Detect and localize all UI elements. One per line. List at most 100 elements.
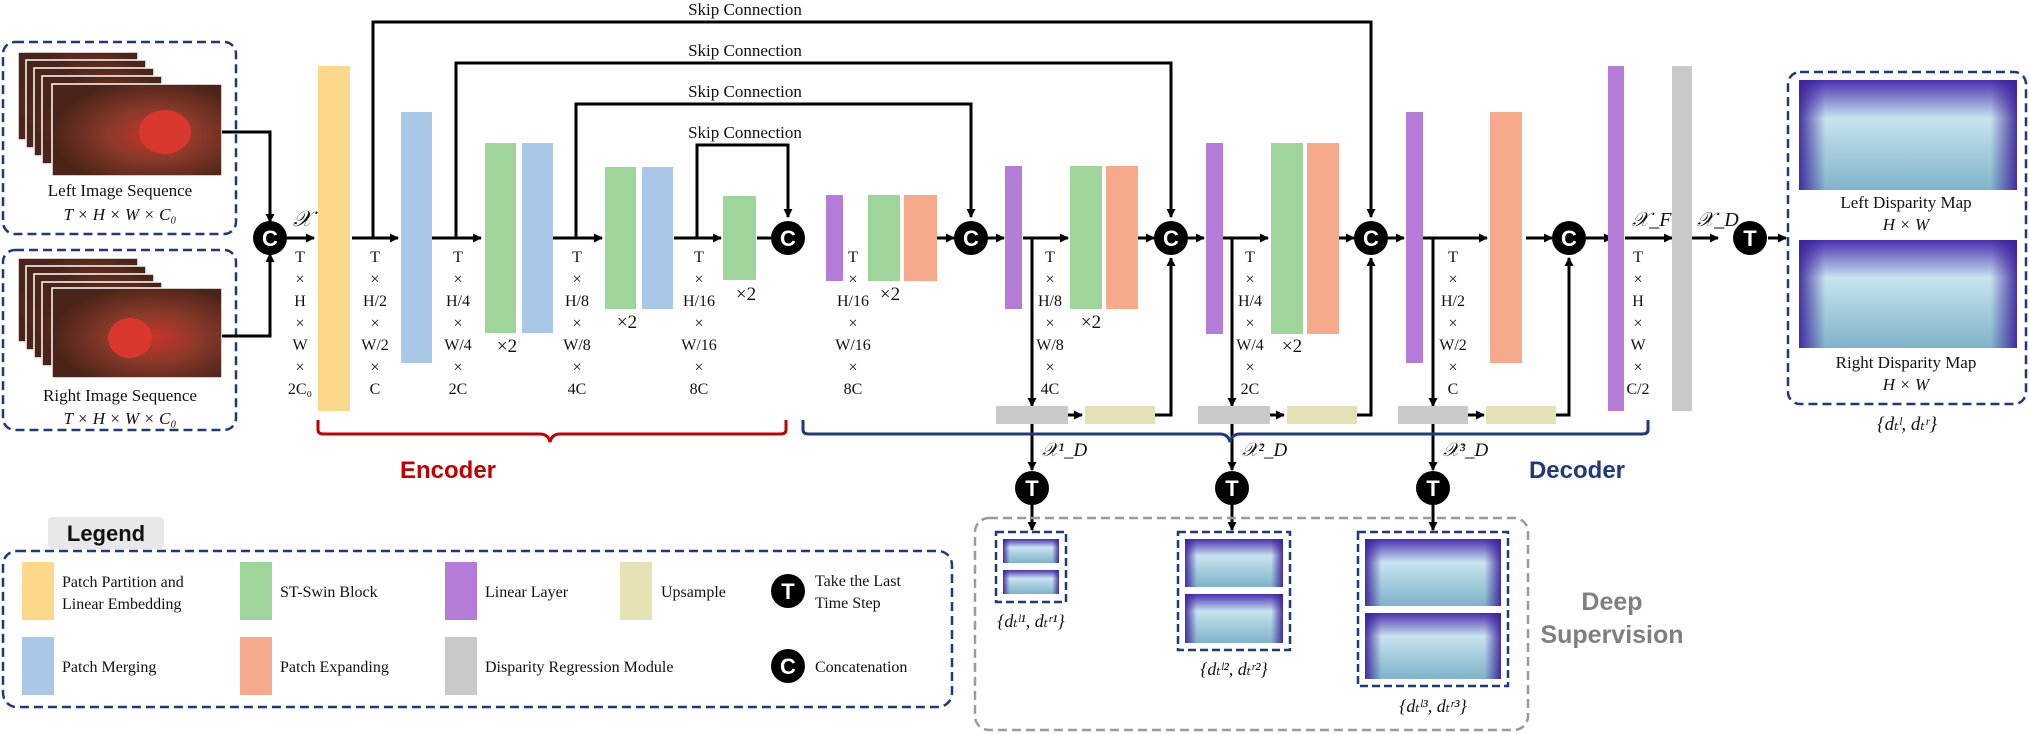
legend-swatch-patch-merging bbox=[22, 637, 54, 695]
ds-disparity-map-2-left bbox=[1185, 539, 1283, 587]
st-swin-block-dec-1 bbox=[1070, 166, 1102, 309]
svg-text:×: × bbox=[370, 359, 379, 376]
skip-label-3: Skip Connection bbox=[688, 82, 802, 101]
skip-connection-3 bbox=[574, 102, 976, 238]
svg-text:×: × bbox=[1633, 271, 1642, 288]
svg-text:×: × bbox=[1045, 359, 1054, 376]
xd2-label: 𝒳²_D bbox=[1242, 440, 1288, 461]
left-input-label: Left Image Sequence bbox=[48, 181, 192, 200]
svg-text:4C: 4C bbox=[568, 381, 587, 398]
svg-text:×: × bbox=[453, 359, 462, 376]
svg-text:T: T bbox=[1743, 226, 1757, 251]
skip-connection-1 bbox=[371, 20, 1376, 238]
left-disparity-map bbox=[1799, 80, 2017, 190]
legend-swatch-st-swin bbox=[240, 562, 272, 620]
left-disparity-dims: H × W bbox=[1882, 215, 1931, 234]
svg-text:T: T bbox=[1633, 249, 1643, 266]
concat-icon: C bbox=[1552, 221, 1586, 255]
svg-text:×: × bbox=[1448, 359, 1457, 376]
ds-upsample-block-1 bbox=[1085, 406, 1155, 424]
svg-text:T: T bbox=[781, 579, 795, 604]
take-last-icon: T bbox=[1733, 221, 1767, 255]
svg-text:H/2: H/2 bbox=[1441, 293, 1465, 310]
xd-label: 𝒳_D bbox=[1697, 209, 1739, 231]
legend-label-linear-layer: Linear Layer bbox=[485, 584, 569, 601]
encoder-brace bbox=[316, 420, 788, 443]
svg-text:×: × bbox=[1245, 271, 1254, 288]
svg-text:C: C bbox=[1363, 226, 1379, 251]
legend-label-upsample: Upsample bbox=[661, 584, 726, 601]
legend-label-patch-partition-2: Linear Embedding bbox=[62, 596, 182, 613]
decoder-label: Decoder bbox=[1529, 457, 1625, 484]
svg-text:W: W bbox=[292, 337, 308, 354]
ds-regression-block-1 bbox=[996, 406, 1068, 424]
svg-text:C: C bbox=[780, 654, 796, 679]
svg-text:W/16: W/16 bbox=[835, 337, 871, 354]
ds-disparity-map-1-left bbox=[1003, 539, 1059, 563]
decoder-brace bbox=[801, 420, 1650, 443]
legend-label-concat: Concatenation bbox=[815, 659, 907, 676]
ds-regression-block-3 bbox=[1398, 406, 1468, 424]
legend-label-patch-partition: Patch Partition and bbox=[62, 574, 184, 591]
concat-icon: C bbox=[253, 221, 287, 255]
patch-expanding-block-1 bbox=[904, 195, 937, 281]
disparity-regression-block bbox=[1672, 66, 1692, 411]
patch-merging-block-3 bbox=[642, 167, 673, 309]
ds-pair-1-label: {dₜˡ¹, dₜʳ¹} bbox=[997, 611, 1065, 631]
skip-label-1: Skip Connection bbox=[688, 0, 802, 19]
ds-upsample-block-3 bbox=[1486, 406, 1556, 424]
svg-text:H/8: H/8 bbox=[565, 293, 589, 310]
svg-text:×: × bbox=[1448, 315, 1457, 332]
svg-text:T: T bbox=[1245, 249, 1255, 266]
svg-text:T: T bbox=[848, 249, 858, 266]
times2-label: ×2 bbox=[617, 312, 637, 333]
linear-layer-block-4 bbox=[1406, 112, 1423, 363]
st-swin-block-enc-3 bbox=[723, 196, 756, 280]
svg-text:H/16: H/16 bbox=[837, 293, 869, 310]
take-last-icon: T bbox=[1015, 471, 1049, 505]
svg-text:×: × bbox=[1633, 315, 1642, 332]
encoder-label: Encoder bbox=[400, 457, 496, 484]
svg-text:×: × bbox=[453, 315, 462, 332]
svg-text:×: × bbox=[1045, 271, 1054, 288]
linear-layer-block-5 bbox=[1608, 66, 1624, 411]
left-input-dims: T × H × W × C₀ bbox=[64, 205, 177, 224]
x-label: 𝒳 bbox=[293, 206, 318, 231]
patch-merging-block-2 bbox=[522, 143, 553, 333]
skip-label-4: Skip Connection bbox=[688, 123, 802, 142]
right-image-stack bbox=[17, 257, 223, 379]
take-last-icon: T bbox=[1215, 471, 1249, 505]
take-last-icon: T bbox=[771, 574, 805, 608]
svg-text:W/8: W/8 bbox=[563, 337, 591, 354]
ds-pair-2-label: {dₜˡ², dₜʳ²} bbox=[1200, 659, 1268, 679]
concat-icon: C bbox=[1154, 221, 1188, 255]
deep-supervision-title-1: Deep bbox=[1581, 588, 1642, 616]
dims-col-5: T×H/16×W/16×8C bbox=[681, 249, 717, 398]
svg-text:W/2: W/2 bbox=[1439, 337, 1467, 354]
legend-swatch-upsample bbox=[620, 562, 652, 620]
right-input-label: Right Image Sequence bbox=[43, 386, 197, 405]
svg-text:H/16: H/16 bbox=[683, 293, 715, 310]
dims-col-8: T×H/4×W/4×2C bbox=[1236, 249, 1264, 398]
ds-pair-3-label: {dₜˡ³, dₜʳ³} bbox=[1399, 696, 1467, 716]
svg-text:×: × bbox=[1448, 271, 1457, 288]
left-input-connector bbox=[222, 130, 275, 223]
svg-text:×: × bbox=[295, 271, 304, 288]
svg-text:H/8: H/8 bbox=[1038, 293, 1062, 310]
svg-text:×: × bbox=[370, 315, 379, 332]
dims-col-9: T×H/2×W/2×C bbox=[1439, 249, 1467, 398]
legend-label-st-swin: ST-Swin Block bbox=[280, 584, 378, 601]
deep-supervision-title-2: Supervision bbox=[1540, 621, 1683, 649]
dims-col-10: T×H×W×C/2 bbox=[1626, 249, 1649, 398]
xd3-label: 𝒳³_D bbox=[1443, 440, 1489, 461]
right-disparity-dims: H × W bbox=[1882, 375, 1931, 394]
svg-text:×: × bbox=[1245, 315, 1254, 332]
svg-text:T: T bbox=[1025, 476, 1039, 501]
svg-text:×: × bbox=[572, 271, 581, 288]
ds-disparity-map-1-right bbox=[1003, 570, 1059, 594]
dims-col-4: T×H/8×W/8×4C bbox=[563, 249, 591, 398]
svg-text:C: C bbox=[780, 226, 796, 251]
concat-icon: C bbox=[1354, 221, 1388, 255]
st-swin-block-bottleneck bbox=[868, 195, 900, 281]
svg-text:2C: 2C bbox=[449, 381, 468, 398]
